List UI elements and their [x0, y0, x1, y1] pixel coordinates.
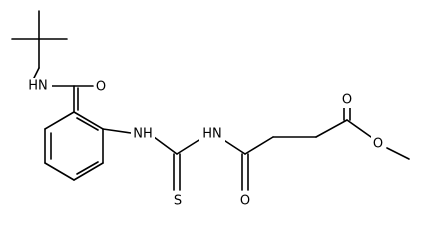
bond: [315, 119, 348, 138]
bond: [73, 111, 104, 130]
acyl-nitrogen-label: HN: [202, 127, 222, 142]
bond: [76, 161, 99, 175]
structure-diagram: HN O NH HN S O O O: [11, 10, 410, 209]
thiourea-nh-label: NH: [133, 127, 153, 142]
bond: [102, 128, 132, 134]
bond: [244, 136, 274, 155]
ester-ether-oxygen-label: O: [373, 137, 383, 152]
thiourea-group: [102, 128, 205, 191]
bond: [44, 162, 75, 181]
bond: [386, 147, 410, 160]
ketone-oxygen-label: O: [240, 194, 250, 209]
tert-butyl-group: [11, 10, 68, 79]
benzene-ring: [44, 111, 104, 181]
bond: [153, 136, 178, 155]
bond: [76, 117, 99, 131]
bond: [33, 67, 40, 79]
amide-nitrogen-label: HN: [28, 79, 48, 94]
sulfur-label: S: [174, 194, 182, 209]
bond: [44, 111, 75, 130]
bond: [346, 119, 372, 138]
molecule-drawing: HN O NH HN S O O O: [11, 10, 410, 209]
ester-carbonyl-oxygen-label: O: [342, 93, 352, 108]
atom-labels: HN O NH HN S O O O: [26, 78, 385, 209]
amide-group: [50, 85, 94, 113]
bond: [73, 162, 104, 181]
amide-oxygen-label: O: [96, 80, 106, 95]
